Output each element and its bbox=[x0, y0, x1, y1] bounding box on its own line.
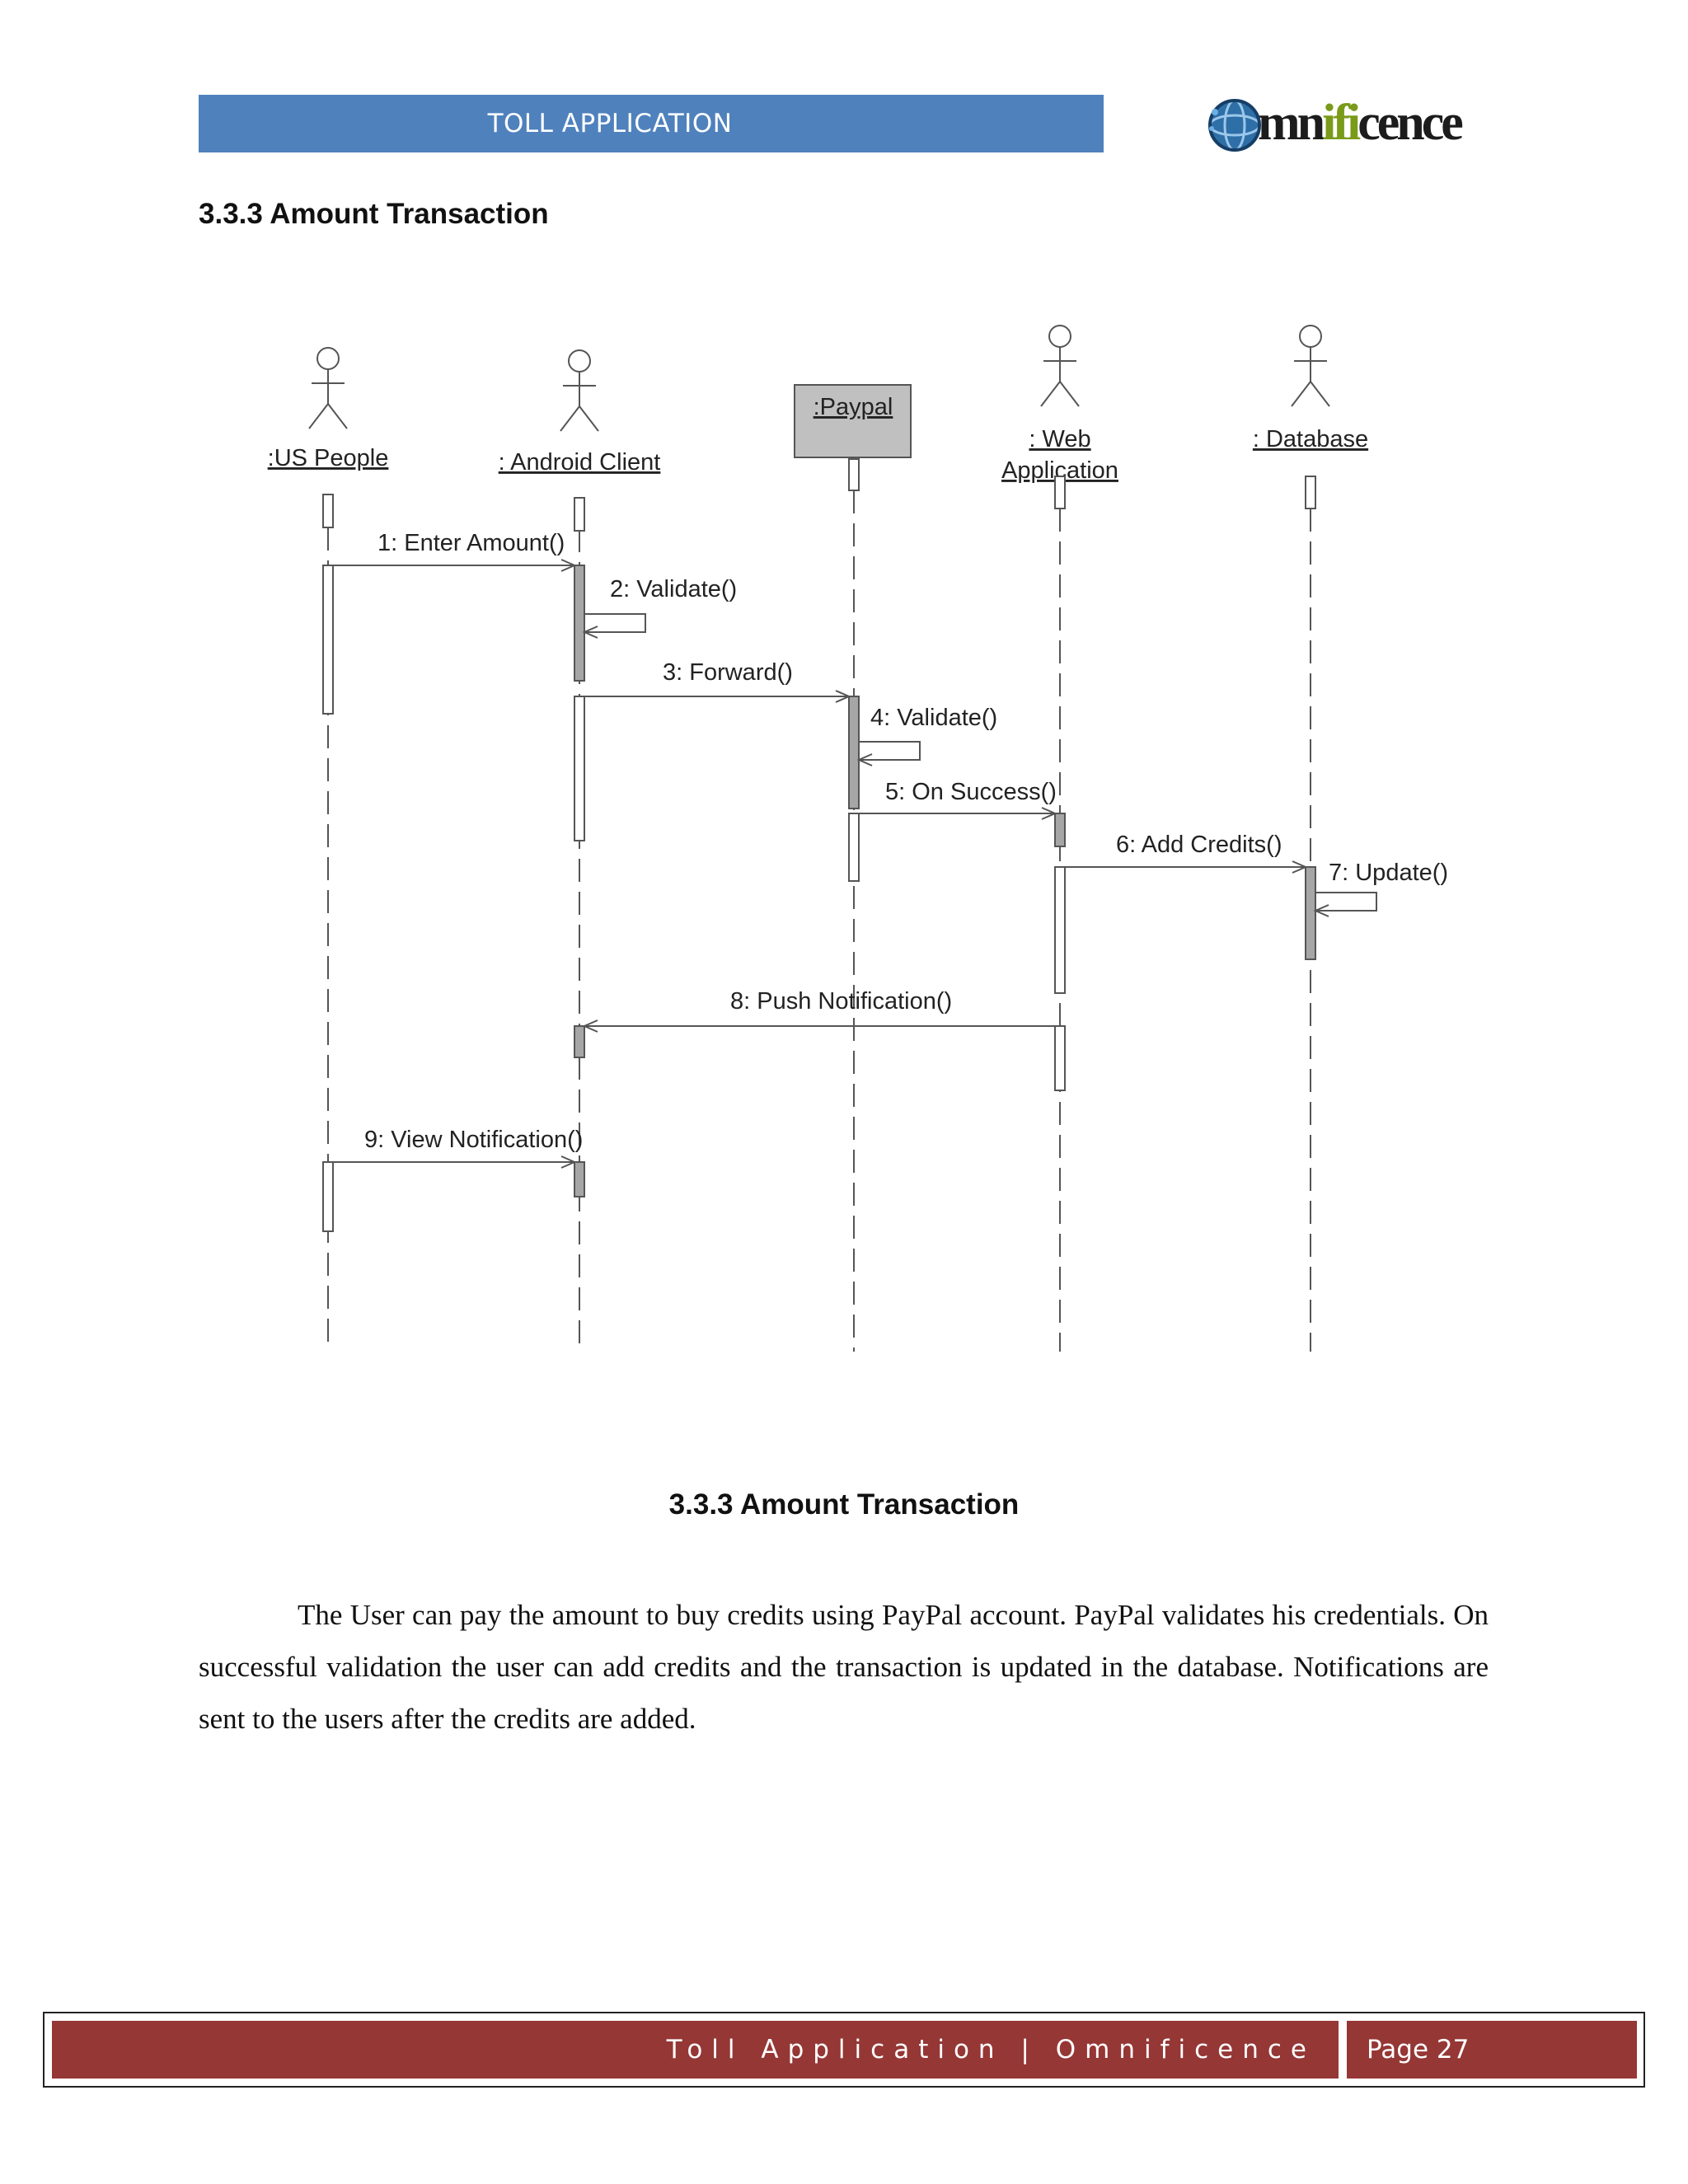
page-number: Page 27 bbox=[1367, 2035, 1470, 2064]
activation-web-3 bbox=[1054, 1025, 1066, 1091]
actor-icon-us-people bbox=[308, 347, 348, 429]
activation-web-2 bbox=[1054, 866, 1066, 994]
message-arrow-2 bbox=[584, 613, 646, 632]
message-label-5: 5: On Success() bbox=[885, 779, 1057, 805]
message-arrow-7 bbox=[1315, 892, 1377, 911]
footer-title-bar: Toll Application | Omnificence bbox=[52, 2021, 1339, 2079]
section-heading: 3.3.3 Amount Transaction bbox=[199, 198, 549, 230]
footer-frame bbox=[43, 2012, 1645, 2088]
activation-android-4 bbox=[574, 1161, 585, 1197]
message-label-1: 1: Enter Amount() bbox=[377, 530, 565, 556]
lifeline-label-paypal: :Paypal bbox=[814, 394, 893, 420]
lifeline-label-database: : Database bbox=[1253, 426, 1368, 452]
sequence-diagram: :US People : Android Client :Paypal : We… bbox=[268, 325, 1448, 1352]
header-bar: TOLL APPLICATION bbox=[199, 95, 1104, 152]
message-label-8: 8: Push Notification() bbox=[730, 988, 952, 1015]
company-logo: mnificence bbox=[1205, 92, 1485, 158]
paypal-object-box bbox=[794, 384, 912, 458]
activation-us-people-1 bbox=[322, 565, 334, 715]
message-arrow-4 bbox=[859, 741, 921, 760]
actor-icon-web-application bbox=[1040, 325, 1080, 407]
body-paragraph: The User can pay the amount to buy credi… bbox=[199, 1599, 1489, 1735]
message-label-9: 9: View Notification() bbox=[364, 1127, 583, 1153]
footer-title: Toll Application | Omnificence bbox=[666, 2035, 1315, 2064]
message-label-4: 4: Validate() bbox=[870, 705, 997, 731]
actor-icon-android-client bbox=[560, 349, 599, 432]
activation-database-1 bbox=[1305, 866, 1316, 960]
footer-page-box: Page 27 bbox=[1347, 2021, 1637, 2079]
header-title: TOLL APPLICATION bbox=[487, 109, 733, 138]
actor-icon-database bbox=[1291, 325, 1330, 407]
activation-paypal-2 bbox=[848, 813, 860, 882]
globe-icon bbox=[1208, 99, 1261, 152]
activation-android-1 bbox=[574, 565, 585, 682]
activation-android-2 bbox=[574, 696, 585, 841]
message-label-2: 2: Validate() bbox=[610, 576, 737, 602]
lifeline-label-web: : Web bbox=[1029, 426, 1090, 452]
activation-paypal-1 bbox=[848, 696, 860, 809]
figure-caption: 3.3.3 Amount Transaction bbox=[668, 1488, 1020, 1521]
message-label-6: 6: Add Credits() bbox=[1116, 832, 1282, 858]
message-label-7: 7: Update() bbox=[1329, 860, 1448, 886]
activation-us-people-2 bbox=[322, 1161, 334, 1232]
activation-web-1 bbox=[1054, 813, 1066, 847]
logo-wordmark: mnificence bbox=[1258, 94, 1464, 151]
lifeline-label-us-people: :US People bbox=[268, 445, 389, 471]
message-label-3: 3: Forward() bbox=[663, 659, 793, 686]
lifeline-label-android-client: : Android Client bbox=[499, 449, 661, 476]
activation-android-3 bbox=[574, 1025, 585, 1058]
